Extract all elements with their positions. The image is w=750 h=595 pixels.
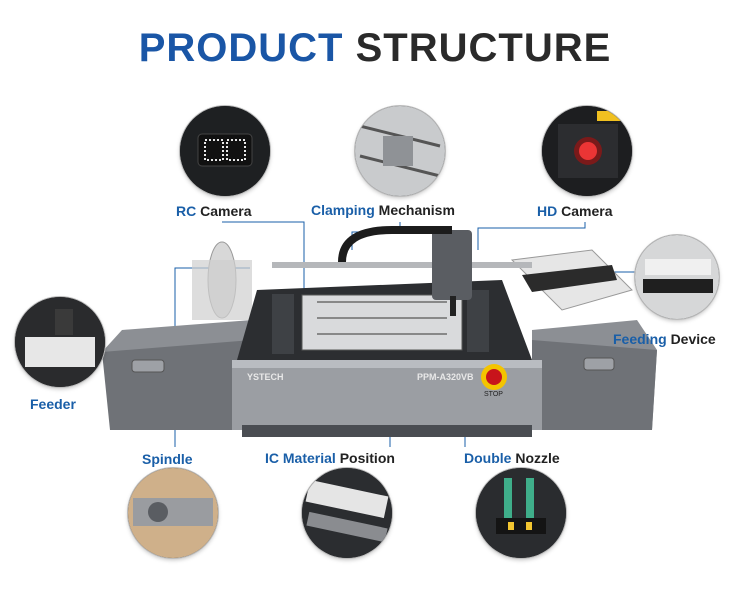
feeding-device-thumbnail [635,235,719,319]
label-spindle: Spindle [142,451,193,467]
feeder-icon [15,297,105,387]
model-label: PPM-A320VB [417,372,474,382]
page-title: PRODUCT STRUCTURE [0,26,750,71]
clamp-icon [355,106,445,196]
label-clamping-mechanism: Clamping Mechanism [311,202,455,218]
label-double-nozzle: Double Nozzle [464,450,560,466]
rc-camera-thumbnail [180,106,270,196]
estop-label: STOP [484,391,503,398]
camera-icon [180,106,270,196]
nozzle-icon [476,468,566,558]
spindle-icon [128,468,218,558]
label-feeding-device: Feeding Device [613,331,716,347]
clamping-mechanism-thumbnail [355,106,445,196]
hd-camera-thumbnail [542,106,632,196]
title-word-structure: STRUCTURE [355,26,612,70]
feeder-thumbnail [15,297,105,387]
title-word-product: PRODUCT [138,26,344,70]
label-feeder: Feeder [30,396,76,412]
hd-camera-icon [542,106,632,196]
double-nozzle-thumbnail [476,468,566,558]
brand-label: YSTECH [247,372,284,382]
label-rc-camera: RC Camera [176,203,252,219]
feeding-icon [635,235,719,319]
label-hd-camera: HD Camera [537,203,613,219]
spindle-thumbnail [128,468,218,558]
ic-material-position-thumbnail [302,468,392,558]
label-ic-material-position: IC Material Position [265,450,395,466]
pick-and-place-machine: STOP YSTECH PPM-A320VB [102,226,657,437]
ic-material-icon [302,468,392,558]
